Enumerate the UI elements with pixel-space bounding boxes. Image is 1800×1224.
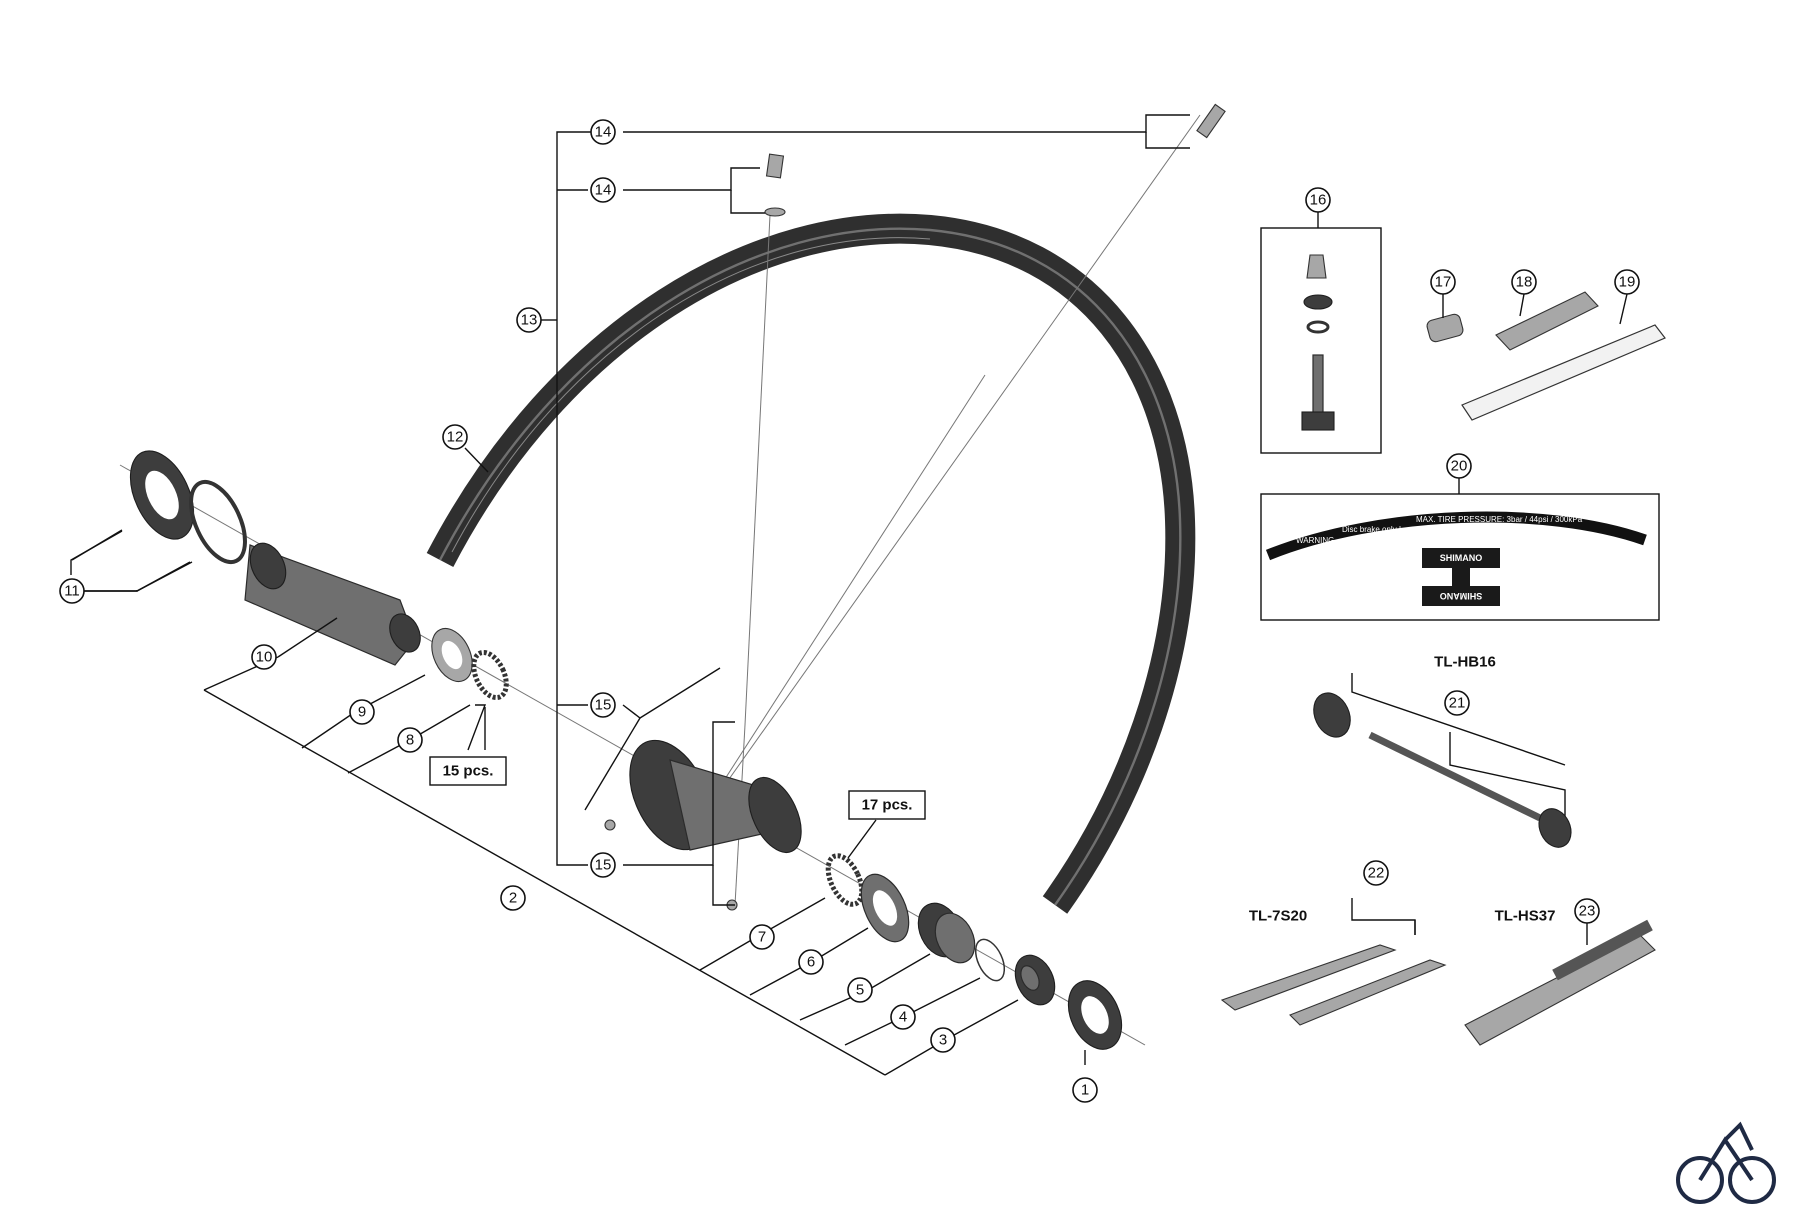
svg-text:19: 19	[1619, 274, 1636, 291]
callout-8: 8	[397, 727, 423, 753]
svg-text:SHIMANO: SHIMANO	[1440, 591, 1483, 601]
callout-2: 2	[500, 885, 526, 911]
valve-cap-17	[1426, 313, 1464, 343]
callout-13: 13	[516, 307, 542, 333]
tool-label-hb16: TL-HB16	[1434, 654, 1496, 671]
end-cap-1	[1067, 980, 1123, 1050]
svg-text:12: 12	[447, 429, 464, 446]
cone-wrenches-22	[1220, 898, 1447, 1026]
callout-18: 18	[1511, 269, 1537, 295]
svg-text:3: 3	[939, 1032, 947, 1049]
nipple-angled	[1196, 103, 1226, 139]
svg-text:15: 15	[595, 857, 612, 874]
callout-11: 11	[59, 578, 85, 604]
tool-label-hs37: TL-HS37	[1495, 908, 1556, 925]
hub-tool-21	[1313, 673, 1572, 848]
callout-1: 1	[1072, 1077, 1098, 1103]
callout-12: 12	[442, 424, 468, 450]
rim-tape-19	[1461, 324, 1666, 421]
svg-text:8: 8	[406, 732, 414, 749]
svg-text:18: 18	[1516, 274, 1533, 291]
qty-17-label: 17 pcs.	[848, 790, 926, 820]
svg-text:16: 16	[1310, 192, 1327, 209]
callout-22: 22	[1363, 860, 1389, 886]
washer-6	[860, 873, 910, 943]
svg-text:15: 15	[595, 697, 612, 714]
hub-body	[604, 739, 802, 911]
ratchet-8	[471, 649, 509, 701]
callout-4: 4	[890, 1004, 916, 1030]
svg-text:Disc brake only !: Disc brake only !	[1342, 525, 1401, 534]
callout-20: 20	[1446, 453, 1472, 479]
bicycle-icon	[1676, 1121, 1776, 1204]
svg-text:23: 23	[1579, 903, 1596, 920]
callout-5: 5	[847, 977, 873, 1003]
valve-tool-18	[1495, 291, 1599, 351]
svg-text:14: 14	[595, 182, 612, 199]
callout-14-top: 14	[590, 119, 616, 145]
nipple-top	[764, 153, 786, 217]
callout-16: 16	[1305, 187, 1331, 213]
svg-text:2: 2	[509, 890, 517, 907]
svg-text:9: 9	[358, 704, 366, 721]
svg-text:21: 21	[1449, 695, 1466, 712]
callout-14-mid: 14	[590, 177, 616, 203]
callout-3: 3	[930, 1027, 956, 1053]
svg-text:1: 1	[1081, 1082, 1089, 1099]
svg-text:13: 13	[521, 312, 538, 329]
callout-6: 6	[798, 949, 824, 975]
shim-ring	[189, 479, 247, 565]
tool-label-7s20: TL-7S20	[1249, 908, 1307, 925]
axle	[244, 542, 421, 666]
ratchet-7	[825, 853, 865, 907]
rim	[426, 213, 1196, 914]
svg-text:17: 17	[1435, 274, 1452, 291]
callout-23: 23	[1574, 898, 1600, 924]
callout-17: 17	[1430, 269, 1456, 295]
lock-ring	[129, 450, 195, 540]
svg-text:15 pcs.: 15 pcs.	[443, 763, 494, 780]
callout-7: 7	[749, 924, 775, 950]
callout-10: 10	[251, 644, 277, 670]
svg-text:11: 11	[64, 583, 80, 600]
svg-text:5: 5	[856, 982, 864, 999]
callout-21: 21	[1444, 690, 1470, 716]
svg-text:MAX. TIRE PRESSURE: 3bar / 44p: MAX. TIRE PRESSURE: 3bar / 44psi / 300kP…	[1416, 515, 1583, 524]
qty-15-label: 15 pcs.	[429, 756, 507, 786]
decal-box-20: WARNING Disc brake only ! MAX. TIRE PRES…	[1260, 493, 1660, 621]
callout-9: 9	[349, 699, 375, 725]
svg-text:10: 10	[256, 649, 273, 666]
svg-text:17 pcs.: 17 pcs.	[862, 797, 913, 814]
bearing-5	[917, 902, 976, 964]
svg-text:SHIMANO: SHIMANO	[1440, 553, 1483, 563]
svg-text:20: 20	[1451, 458, 1468, 475]
svg-text:22: 22	[1368, 865, 1385, 882]
cone-3	[1014, 954, 1056, 1006]
svg-text:14: 14	[595, 124, 612, 141]
callout-19: 19	[1614, 269, 1640, 295]
valve-kit-box	[1260, 227, 1382, 454]
hub-spanner-23	[1464, 919, 1656, 1046]
svg-text:4: 4	[899, 1009, 907, 1026]
o-ring-4	[974, 938, 1006, 982]
svg-text:7: 7	[758, 929, 766, 946]
svg-text:WARNING: WARNING	[1296, 536, 1334, 545]
callout-15-top: 15	[590, 692, 616, 718]
washer-9	[431, 627, 473, 683]
callout-15-bottom: 15	[590, 852, 616, 878]
svg-text:6: 6	[807, 954, 815, 971]
